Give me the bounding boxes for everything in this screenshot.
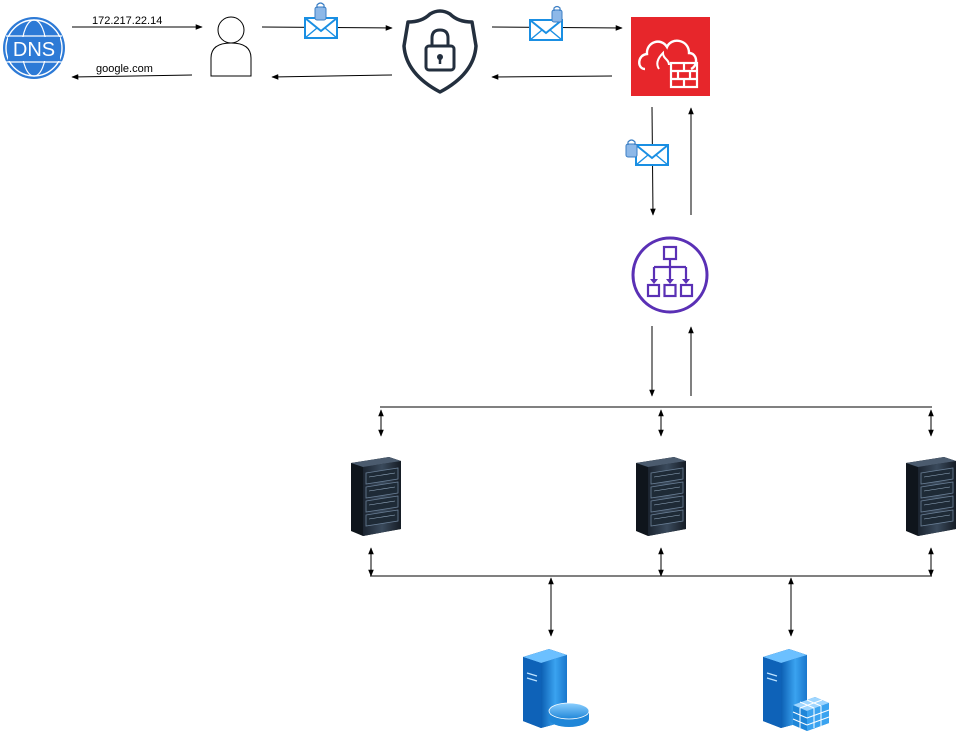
- database-server-icon: [523, 649, 590, 728]
- arrow-firewall-to-vpn: [491, 74, 613, 80]
- dns-globe-icon: DNS: [3, 17, 65, 79]
- server-rack-icon: [906, 457, 956, 536]
- user-icon: [210, 16, 252, 77]
- domain-name-label: google.com: [96, 63, 153, 75]
- server-rack-icon: [351, 457, 401, 536]
- table-storage-server-icon: [763, 649, 830, 731]
- server-rack-icon: [636, 457, 686, 536]
- ip-address-label: 172.217.22.14: [92, 15, 162, 27]
- firewall-icon: [631, 17, 710, 96]
- encrypted-mail-icon: [529, 5, 563, 41]
- encrypted-mail-icon: [625, 139, 669, 166]
- connectors-top: [71, 24, 694, 397]
- arrow-user-to-dns: [71, 74, 193, 80]
- arrow-vpn-to-user: [271, 74, 393, 80]
- security-lock-shield-icon: [402, 9, 478, 94]
- load-balancer-icon: [631, 236, 709, 314]
- server-bus-bottom: [368, 547, 934, 637]
- encrypted-mail-icon: [304, 2, 338, 39]
- server-bus-top: [378, 406, 934, 437]
- dns-label: DNS: [13, 39, 55, 61]
